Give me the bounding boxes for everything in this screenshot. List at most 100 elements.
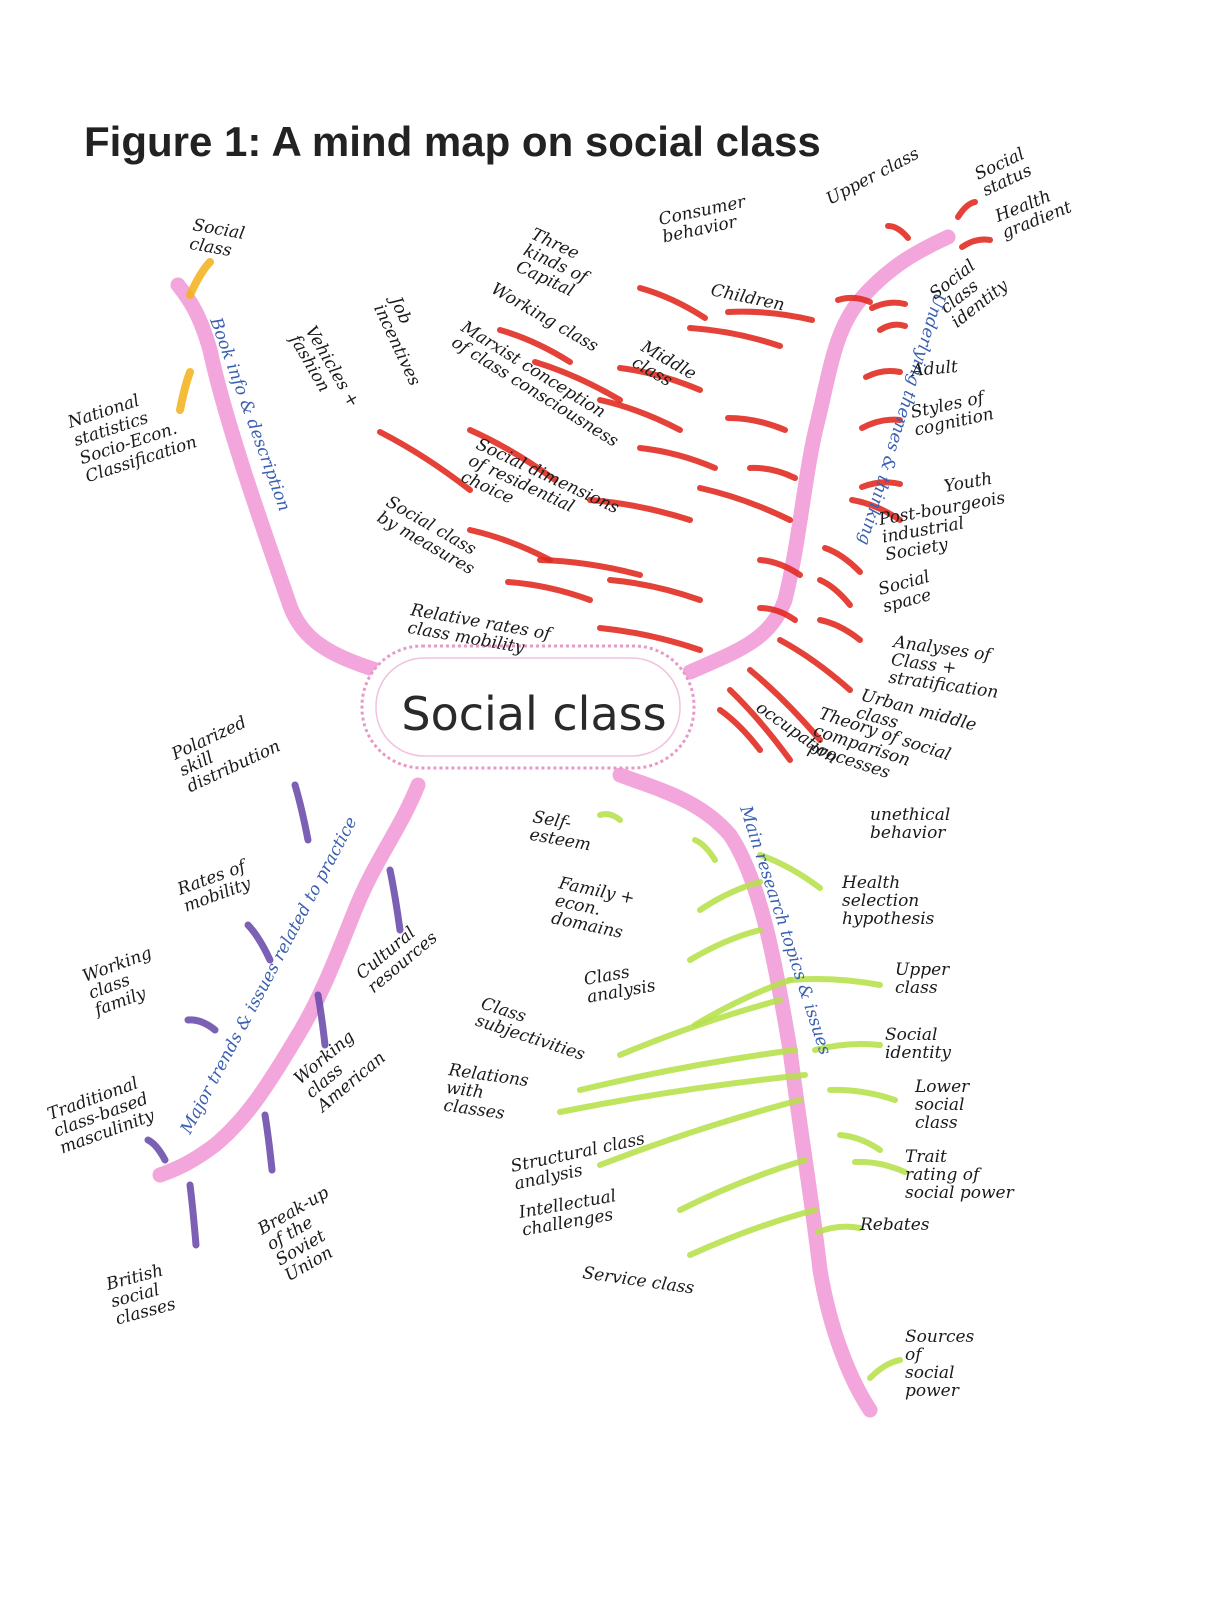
underlying-themes-trunk — [682, 229, 956, 680]
green-spoke-18 — [815, 1223, 863, 1235]
underlying-themes-left-item-2: Consumerbehavior — [657, 192, 752, 248]
central-bubble — [360, 644, 696, 770]
red-spoke-21 — [757, 557, 803, 578]
main-topics-left-item-3: Classanalysis — [582, 958, 657, 1007]
purple-spoke-4 — [314, 991, 329, 1049]
red-spoke-7 — [532, 359, 623, 403]
red-spoke-15 — [467, 527, 553, 563]
red-spoke-14 — [537, 557, 643, 578]
underlying-themes-left-item-10: Social classby measures — [374, 492, 487, 579]
red-spoke-31 — [849, 497, 903, 523]
red-spoke-5 — [617, 365, 703, 393]
main-topics-right-item-6: Rebates — [859, 1215, 930, 1235]
green-spoke-3 — [692, 837, 718, 863]
major-trends-item-4: Workingclassfamily — [78, 943, 167, 1021]
green-spoke-2 — [757, 852, 823, 891]
major-trends-item-7: Break-upof theSovietUnion — [254, 1183, 360, 1287]
red-spoke-4 — [835, 294, 873, 305]
red-spoke-3 — [725, 308, 815, 323]
green-spoke-16 — [837, 1132, 883, 1153]
green-spoke-1 — [597, 811, 623, 823]
underlying-themes-right-item-2: Socialstatus — [972, 144, 1036, 201]
major-trends-item-1: Polarizedskilldistribution — [168, 704, 284, 798]
red-spoke-16 — [607, 577, 703, 603]
red-spoke-11 — [637, 445, 718, 471]
main-topics-left-item-5: Relationswithclasses — [441, 1060, 530, 1127]
red-spoke-13 — [697, 485, 793, 523]
central-node: Social class — [360, 644, 696, 770]
book-info-item-1: Socialclass — [188, 215, 246, 263]
red-spoke-36 — [747, 667, 823, 743]
green-spoke-12 — [687, 1207, 818, 1258]
underlying-themes-right-item-1: Upper class — [823, 144, 923, 210]
main-topics-left-item-7: Intellectualchallenges — [516, 1186, 620, 1241]
page-title: Figure 1: A mind map on social class — [84, 118, 821, 165]
underlying-themes-right-item-8: Post-bourgeoisindustrialSociety — [876, 488, 1013, 565]
book-info-item-2: NationalstatisticsSocio-Econ.Classificat… — [64, 378, 199, 487]
major-trends-item-6: Traditionalclass-basedmasculinity — [45, 1072, 158, 1159]
main-topics-left-item-2: Family +econ.domains — [549, 873, 637, 944]
green-spoke-6 — [692, 977, 793, 1028]
red-spoke-23 — [885, 223, 911, 241]
green-spoke-9 — [557, 1072, 808, 1115]
underlying-themes-left-item-8: Vehicles +fashion — [284, 321, 363, 420]
underlying-themes-left-item-7: Jobincentives — [368, 291, 441, 389]
green-spoke-19 — [867, 1357, 903, 1381]
red-spoke-12 — [587, 497, 693, 523]
purple-spoke-1 — [291, 781, 312, 844]
purple-spoke-5 — [184, 1016, 219, 1034]
red-spoke-35 — [777, 637, 853, 693]
red-spoke-9 — [467, 427, 558, 483]
underlying-themes-left-item-1: Threekinds ofCapital — [513, 224, 601, 305]
red-spoke-20 — [747, 464, 798, 481]
red-spoke-1 — [637, 285, 708, 321]
green-spoke-11 — [677, 1157, 808, 1213]
underlying-themes-right-item-9: Socialspace — [876, 567, 936, 617]
red-spoke-22 — [757, 605, 798, 623]
purple-spoke-7 — [144, 1136, 169, 1164]
red-spoke-29 — [859, 416, 903, 431]
green-spoke-5 — [687, 927, 763, 963]
red-spoke-30 — [859, 479, 903, 490]
red-spoke-25 — [959, 236, 993, 250]
red-spoke-18 — [505, 579, 593, 603]
red-spoke-37 — [727, 687, 793, 763]
main-topics-left-item-1: Self-esteem — [528, 807, 596, 855]
underlying-themes-right-item-5: Adult — [909, 357, 959, 381]
central-bubble-inner — [375, 657, 681, 757]
major-trends-trunk — [152, 777, 426, 1183]
green-spoke-8 — [577, 1047, 798, 1093]
red-spoke-17 — [597, 625, 703, 653]
green-spoke-10 — [597, 1097, 803, 1168]
red-spoke-26 — [869, 299, 908, 311]
red-spoke-27 — [877, 321, 908, 333]
main-topics-left-item-4: Classsubjectivities — [473, 994, 593, 1065]
orange-spoke-1 — [186, 258, 214, 299]
purple-spoke-3 — [244, 921, 274, 964]
red-spoke-38 — [717, 707, 763, 753]
red-spoke-28 — [863, 368, 903, 380]
red-spoke-6 — [497, 327, 573, 365]
green-spoke-14 — [812, 1041, 883, 1053]
green-spoke-4 — [697, 879, 763, 913]
purple-spoke-8 — [186, 1181, 200, 1249]
red-spoke-2 — [687, 325, 783, 349]
main-topics-left-item-6: Structural classanalysis — [509, 1129, 651, 1195]
green-spoke-17 — [852, 1158, 908, 1175]
book-info-trunk — [170, 277, 384, 678]
green-spoke-15 — [827, 1086, 898, 1103]
red-spoke-34 — [817, 617, 863, 643]
red-spoke-8 — [377, 429, 473, 493]
underlying-themes-right-item-10: Analyses ofClass +stratification — [885, 632, 1004, 703]
red-spoke-33 — [817, 577, 853, 608]
central-topic-label: Social class — [401, 687, 666, 741]
green-spoke-7 — [617, 997, 783, 1058]
